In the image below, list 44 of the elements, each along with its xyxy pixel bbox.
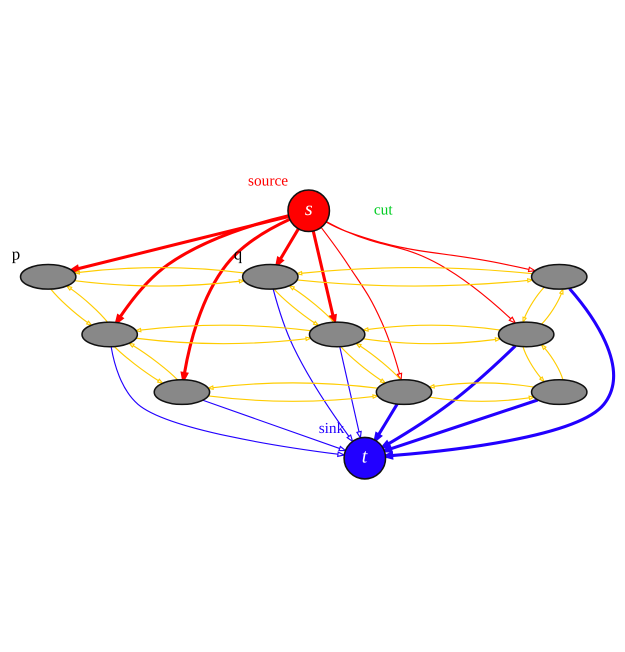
node-ellipse <box>498 321 555 348</box>
node-circle: s <box>287 189 330 232</box>
arrow <box>274 288 320 326</box>
arrow <box>541 288 564 324</box>
arrow <box>429 396 536 402</box>
arrow <box>363 337 502 344</box>
arrow <box>326 222 537 272</box>
arrow <box>312 230 337 327</box>
arrow <box>74 278 246 287</box>
node-ellipse <box>530 264 588 290</box>
arrow <box>320 227 402 382</box>
arrow <box>339 346 362 440</box>
node-circle: t <box>343 436 386 480</box>
arrow <box>522 286 544 324</box>
arrow <box>380 288 615 460</box>
arrow <box>378 344 516 450</box>
arrow <box>114 346 164 384</box>
arrow <box>134 324 311 332</box>
arrow <box>72 267 244 275</box>
arrow <box>128 342 178 380</box>
arrow <box>202 400 348 452</box>
arrow <box>50 288 93 326</box>
arrow <box>540 343 564 380</box>
arrow <box>428 382 534 389</box>
arrow <box>362 324 500 332</box>
arrow <box>272 289 354 443</box>
arrow <box>326 221 517 324</box>
node-ellipse <box>20 264 77 290</box>
arrow <box>522 346 546 383</box>
arrow <box>288 284 334 322</box>
node-ellipse <box>530 379 588 406</box>
arrow <box>295 267 532 276</box>
label: cut <box>374 202 393 219</box>
node-label: p <box>12 244 20 264</box>
arrow <box>354 342 402 380</box>
arrow <box>208 394 380 402</box>
arrow <box>206 382 378 390</box>
arrow <box>66 285 108 323</box>
arrow <box>340 346 387 384</box>
arrow <box>136 336 312 344</box>
node-label: source <box>248 172 288 190</box>
arrow <box>297 278 534 287</box>
arrow <box>110 346 346 458</box>
node-label: sink <box>318 420 344 437</box>
